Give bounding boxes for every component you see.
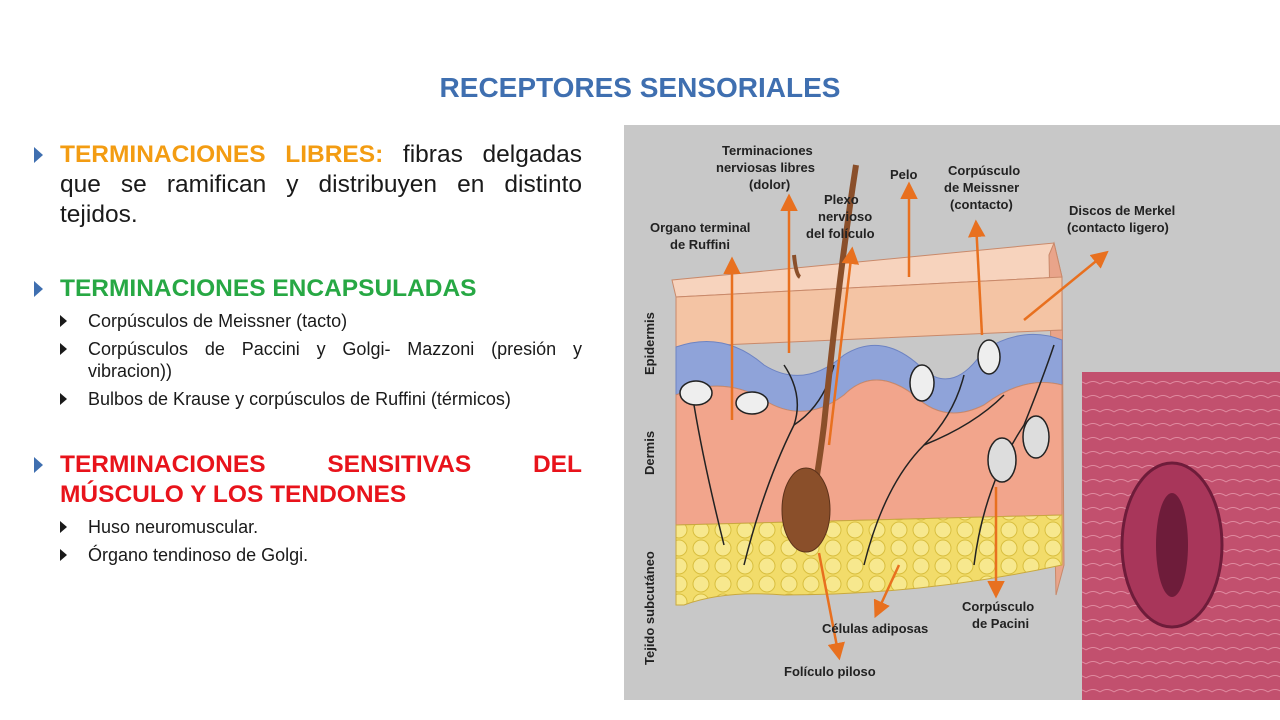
sub-bullet-text: Bulbos de Krause y corpúsculos de Ruffin… xyxy=(88,389,511,409)
meissner-corpuscle xyxy=(909,364,935,402)
bullet-terminaciones-libres: TERMINACIONES LIBRES: fibras delgadas qu… xyxy=(32,140,582,230)
sub-bullet: Órgano tendinoso de Golgi. xyxy=(32,544,582,566)
hair-follicle xyxy=(781,467,831,553)
hair-shaft-tip xyxy=(792,254,802,279)
label-ruffini-2: de Ruffini xyxy=(670,237,730,252)
subcutaneous-fat xyxy=(675,514,1063,606)
label-plexo-3: del folículo xyxy=(806,226,875,241)
bullet-list: TERMINACIONES LIBRES: fibras delgadas qu… xyxy=(32,140,582,566)
label-subcutaneo: Tejido subcutáneo xyxy=(642,551,657,665)
sub-bullet: Corpúsculos de Meissner (tacto) xyxy=(32,310,582,332)
label-pacini-1: Corpúsculo xyxy=(962,599,1034,614)
label-libres-2: nerviosas libres xyxy=(716,160,815,175)
sub-bullet-arrow-icon xyxy=(60,549,67,561)
nerve-fibers xyxy=(693,344,1055,566)
label-arrows xyxy=(723,181,1109,661)
bullet-arrow-icon xyxy=(34,281,43,297)
sub-bullet-arrow-icon xyxy=(60,343,67,355)
bullet-text-libres: fibras delgadas que se ramifican y distr… xyxy=(60,141,582,228)
bullet-terminaciones-encapsuladas: TERMINACIONES ENCAPSULADAS xyxy=(32,274,582,304)
label-libres-3: (dolor) xyxy=(749,177,790,192)
label-epidermis: Epidermis xyxy=(642,312,657,375)
sub-bullet-arrow-icon xyxy=(60,315,67,327)
label-libres-1: Terminaciones xyxy=(722,143,813,158)
skin-receptors-diagram: Terminaciones nerviosas libres (dolor) P… xyxy=(624,125,1280,700)
bullet-head-musculo: TERMINACIONES SENSITIVAS DEL MÚSCULO Y L… xyxy=(60,451,582,508)
label-meissner-2: de Meissner xyxy=(944,180,1019,195)
sub-bullet-text: Órgano tendinoso de Golgi. xyxy=(88,545,309,565)
sub-bullet: Bulbos de Krause y corpúsculos de Ruffin… xyxy=(32,388,582,410)
label-adiposas: Células adiposas xyxy=(822,621,928,636)
bullet-head-libres: TERMINACIONES LIBRES: xyxy=(60,141,384,168)
bullet-arrow-icon xyxy=(34,147,43,163)
bullet-arrow-icon xyxy=(34,457,43,473)
sub-bullet: Corpúsculos de Paccini y Golgi- Mazzoni … xyxy=(32,338,582,382)
epidermis-layer xyxy=(675,276,1063,348)
label-plexo-2: nervioso xyxy=(818,209,872,224)
pacini-corpuscle xyxy=(1022,415,1050,459)
label-foliculo: Folículo piloso xyxy=(784,664,876,679)
label-dermis: Dermis xyxy=(642,431,657,475)
micrograph-core xyxy=(1156,493,1188,597)
ruffini-organ xyxy=(679,380,713,406)
sub-bullet-text: Huso neuromuscular. xyxy=(88,517,259,537)
bullet-head-encapsuladas: TERMINACIONES ENCAPSULADAS xyxy=(60,275,477,302)
label-plexo-1: Plexo xyxy=(824,192,859,207)
sub-bullet: Huso neuromuscular. xyxy=(32,516,582,538)
ruffini-organ xyxy=(735,391,769,415)
skin-diagram-svg: Terminaciones nerviosas libres (dolor) P… xyxy=(642,143,1280,700)
bullet-terminaciones-musculo: TERMINACIONES SENSITIVAS DEL MÚSCULO Y L… xyxy=(32,450,582,510)
label-ruffini-1: Organo terminal xyxy=(650,220,750,235)
sub-bullet-arrow-icon xyxy=(60,521,67,533)
sub-bullet-text: Corpúsculos de Paccini y Golgi- Mazzoni … xyxy=(88,339,582,381)
label-meissner-3: (contacto) xyxy=(950,197,1013,212)
label-merkel-1: Discos de Merkel xyxy=(1069,203,1175,218)
page-title: RECEPTORES SENSORIALES xyxy=(439,72,841,103)
pacini-corpuscle xyxy=(987,437,1017,483)
label-meissner-1: Corpúsculo xyxy=(948,163,1020,178)
sub-bullet-arrow-icon xyxy=(60,393,67,405)
sub-bullet-text: Corpúsculos de Meissner (tacto) xyxy=(88,311,348,331)
meissner-corpuscle xyxy=(977,339,1001,375)
label-pacini-2: de Pacini xyxy=(972,616,1029,631)
label-pelo: Pelo xyxy=(890,167,918,182)
label-merkel-2: (contacto ligero) xyxy=(1067,220,1169,235)
